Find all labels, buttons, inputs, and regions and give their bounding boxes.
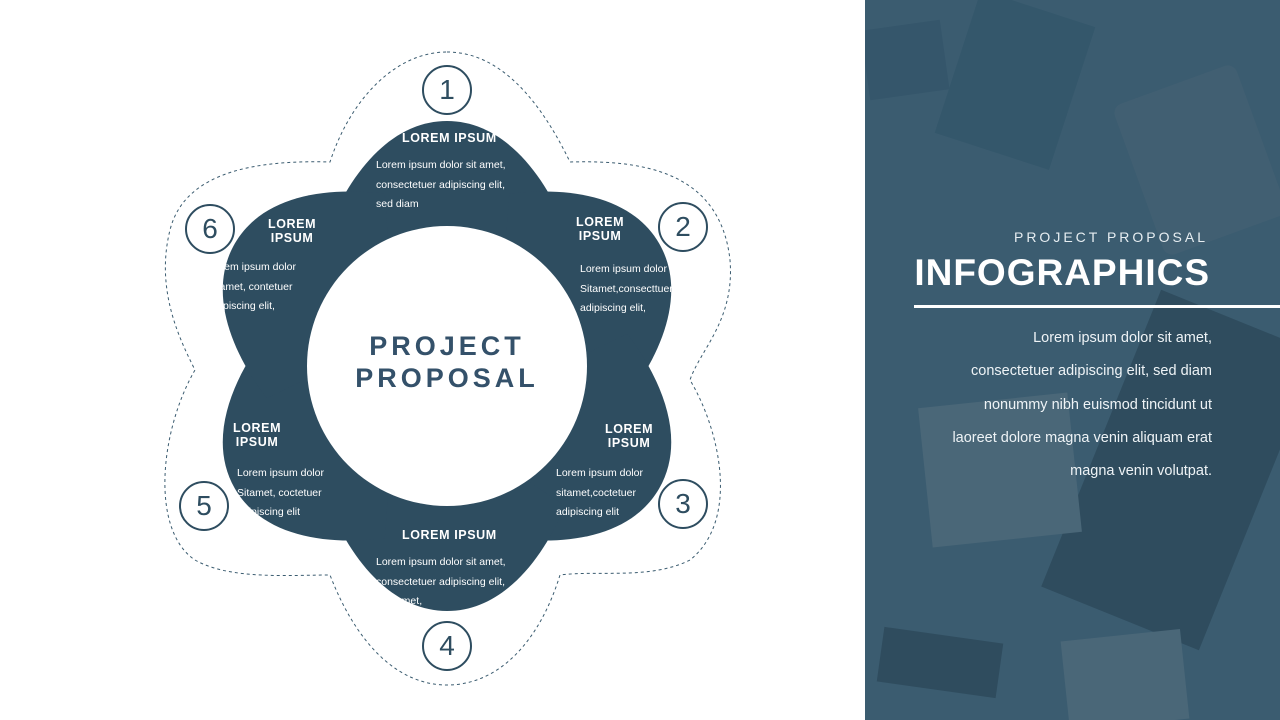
panel-title: INFOGRAPHICS <box>914 252 1210 293</box>
petal-6-line: Lorem ipsum dolor <box>209 261 296 273</box>
petal-5-line: Lorem ipsum dolor <box>237 467 324 479</box>
flower-diagram-graphic <box>164 51 731 686</box>
petal-4-line: consectetuer adipiscing elit, <box>376 575 505 588</box>
petal-2-title: LOREM IPSUM <box>576 215 625 243</box>
step-number-3: 3 <box>658 479 708 529</box>
petal-5-text: Lorem ipsum dolor Sitamet, coctetuer adi… <box>237 464 324 523</box>
background-photo-book <box>934 0 1096 170</box>
petal-3-line: Lorem ipsum dolor <box>556 467 643 479</box>
right-panel <box>865 0 1280 720</box>
petal-3-line: sitamet,coctetuer <box>556 486 636 499</box>
petal-1-title: LOREM IPSUM <box>402 131 497 145</box>
petal-1-line: sed diam <box>376 198 419 210</box>
petal-1-line: consectetuer adipiscing elit, <box>376 178 505 191</box>
center-title-line2: PROPOSAL <box>355 363 539 393</box>
step-number-5: 5 <box>179 481 229 531</box>
petal-4-line: Lorem ipsum dolor sit amet, <box>376 556 506 568</box>
center-title: PROJECT PROPOSAL <box>307 330 587 394</box>
step-number-1: 1 <box>422 65 472 115</box>
petal-2-line: Sitamet,consecttuer <box>580 282 673 295</box>
petal-6-text: Lorem ipsum dolor sitamet, contetuer adi… <box>209 258 296 317</box>
petal-4-title: LOREM IPSUM <box>402 528 497 542</box>
panel-body-line: magna venin volutpat. <box>1070 463 1212 480</box>
background-photo-phone <box>876 626 1004 699</box>
center-title-line1: PROJECT <box>369 331 525 361</box>
petal-3-text: Lorem ipsum dolor sitamet,coctetuer adip… <box>556 464 643 523</box>
petal-6-line: adipiscing elit, <box>209 300 275 312</box>
petal-2-line: adipiscing elit, <box>580 302 646 314</box>
dashed-outline <box>164 51 731 686</box>
petal-4-text: Lorem ipsum dolor sit amet, consectetuer… <box>376 553 506 612</box>
panel-body: Lorem ipsum dolor sit amet, consectetuer… <box>872 322 1212 488</box>
petal-6-title: LOREM IPSUM <box>268 217 317 245</box>
panel-divider <box>914 305 1280 308</box>
panel-body-line: laoreet dolore magna venin aliquam erat <box>952 429 1212 446</box>
step-number-6: 6 <box>185 204 235 254</box>
step-number-2: 2 <box>658 202 708 252</box>
petal-5-title: LOREM IPSUM <box>233 421 282 449</box>
background-photo-notepad <box>1060 628 1190 720</box>
petal-4-line: sed amet, <box>376 595 423 607</box>
step-number-4: 4 <box>422 621 472 671</box>
background-photo-card <box>865 19 950 101</box>
petal-1-line: Lorem ipsum dolor sit amet, <box>376 159 506 171</box>
panel-body-line: consectetuer adipiscing elit, sed diam <box>971 363 1212 380</box>
flower-diagram: PROJECT PROPOSAL LOREM IPSUM Lorem ipsum… <box>164 51 731 686</box>
center-circle <box>307 226 587 506</box>
petal-5-line: adipiscing elit <box>237 506 301 518</box>
petal-6-line: sitamet, contetuer <box>209 280 293 293</box>
petal-2-text: Lorem ipsum dolor Sitamet,consecttuer ad… <box>580 260 673 319</box>
petal-3-line: adipiscing elit <box>556 506 620 518</box>
panel-body-line: nonummy nibh euismod tincidunt ut <box>983 396 1212 413</box>
panel-subtitle: PROJECT PROPOSAL <box>1013 229 1208 245</box>
petal-1-text: Lorem ipsum dolor sit amet, consectetuer… <box>376 156 506 215</box>
petal-5-line: Sitamet, coctetuer <box>237 486 322 499</box>
petal-3-title: LOREM IPSUM <box>605 422 654 450</box>
petal-2-line: Lorem ipsum dolor <box>580 263 667 275</box>
panel-body-line: Lorem ipsum dolor sit amet, <box>1033 330 1212 346</box>
